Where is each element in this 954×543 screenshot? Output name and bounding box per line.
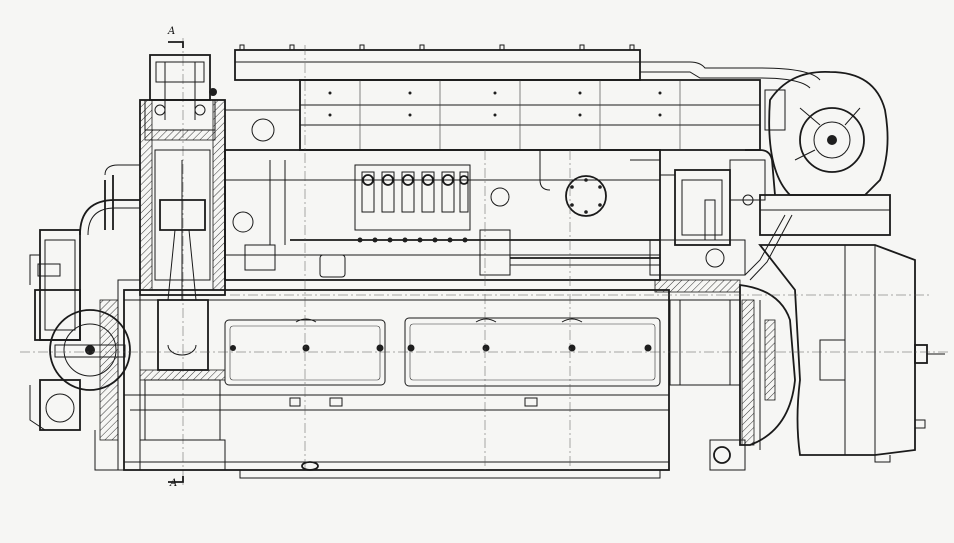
flywheel xyxy=(709,283,796,471)
centre-lines xyxy=(20,45,950,470)
crankcase xyxy=(123,289,670,479)
cylinder-section xyxy=(139,99,226,471)
section-mark-bottom: A xyxy=(170,478,178,489)
turbocharger xyxy=(759,71,891,236)
drain-plug xyxy=(301,461,319,471)
section-mark-top: A xyxy=(168,26,176,37)
air-manifold xyxy=(224,44,821,151)
door-studs xyxy=(230,318,652,352)
front-pipework xyxy=(29,164,140,285)
fuel-pump-row xyxy=(224,149,661,281)
section-line-a-a xyxy=(168,38,184,488)
fuel-pumps xyxy=(361,171,469,213)
exhaust-pipe xyxy=(744,149,793,281)
generator-housing xyxy=(758,244,945,463)
cylinder-head xyxy=(144,54,217,141)
front-end-pumps xyxy=(29,229,141,471)
